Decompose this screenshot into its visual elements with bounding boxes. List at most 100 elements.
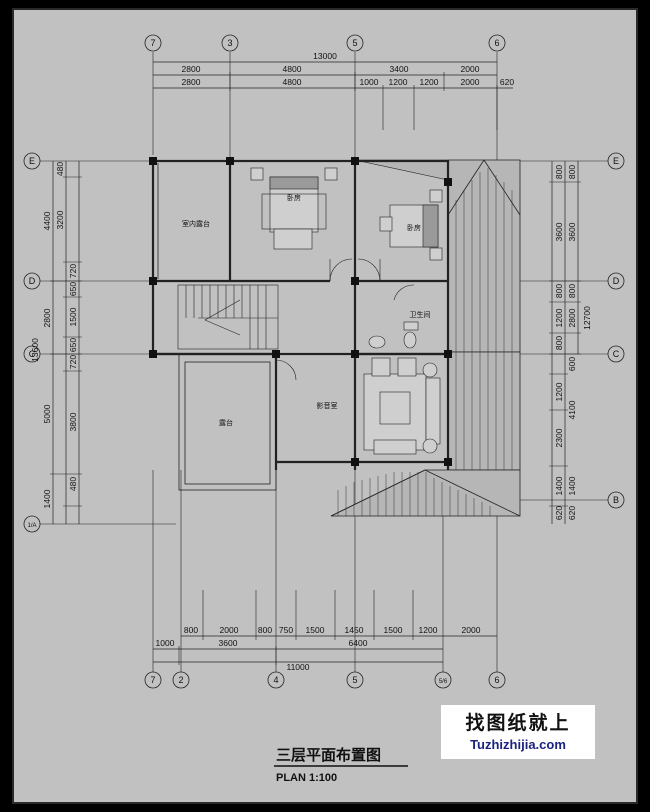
left-dim: 4400 bbox=[42, 211, 52, 230]
right-dim: 600 bbox=[567, 357, 577, 371]
top-dim: 2000 bbox=[461, 77, 480, 87]
right-dim: 800 bbox=[567, 284, 577, 298]
dimension-lines bbox=[52, 61, 579, 663]
top-dim: 2000 bbox=[461, 64, 480, 74]
bottom-dim: 2000 bbox=[220, 625, 239, 635]
right-axis-label: D bbox=[613, 276, 620, 286]
bottom-dim: 2000 bbox=[462, 625, 481, 635]
room-label-bedroom-2: 卧房 bbox=[407, 223, 421, 232]
top-dim: 620 bbox=[500, 77, 514, 87]
bottom-dim: 800 bbox=[258, 625, 272, 635]
top-dim-total: 13000 bbox=[313, 51, 337, 61]
left-dim: 1400 bbox=[42, 489, 52, 508]
right-dim: 1400 bbox=[567, 476, 577, 495]
terrace-outline bbox=[152, 161, 277, 491]
bottom-axis-label: 6 bbox=[494, 675, 499, 685]
left-dim: 480 bbox=[68, 477, 78, 491]
bottom-dimensions: 800 2000 800 750 1500 1450 1500 1200 200… bbox=[156, 625, 481, 672]
left-dim: 1500 bbox=[68, 307, 78, 326]
top-dim: 1200 bbox=[420, 77, 439, 87]
bottom-axis-label: 2 bbox=[178, 675, 183, 685]
drawing-sheet bbox=[12, 8, 638, 804]
right-dim: 1200 bbox=[554, 382, 564, 401]
top-dimensions: 13000 2800 4800 3400 2000 2800 4800 1000… bbox=[182, 51, 515, 87]
axis-bubbles bbox=[23, 34, 625, 689]
doors bbox=[275, 258, 415, 381]
bottom-dim: 800 bbox=[184, 625, 198, 635]
title-block: 三层平面布置图 PLAN 1:100 bbox=[274, 746, 408, 784]
right-dim: 4100 bbox=[567, 400, 577, 419]
room-label-indoor-terrace: 室内露台 bbox=[182, 219, 210, 228]
bottom-dim: 3600 bbox=[219, 638, 238, 648]
right-axis-label: B bbox=[613, 495, 619, 505]
top-axis-label: 3 bbox=[227, 38, 232, 48]
bottom-dim-total: 11000 bbox=[286, 662, 309, 672]
top-dim: 3400 bbox=[390, 64, 409, 74]
top-axis-label: 7 bbox=[150, 38, 155, 48]
bottom-dim: 1500 bbox=[306, 625, 325, 635]
furniture bbox=[250, 167, 443, 455]
room-label-terrace: 露台 bbox=[219, 418, 233, 427]
left-axis-label: E bbox=[29, 156, 35, 166]
left-dim: 650 bbox=[68, 338, 78, 352]
top-dim: 4800 bbox=[283, 77, 302, 87]
axis-lines bbox=[40, 52, 608, 672]
watermark-line-1: 找图纸就上 bbox=[465, 712, 571, 734]
left-axis-label: C bbox=[29, 349, 36, 359]
watermark: 找图纸就上 Tuzhizhijia.com bbox=[441, 705, 595, 759]
left-dimensions: 4400 2800 5000 1400 13600 480 3200 720 6… bbox=[30, 162, 78, 509]
top-axis-label: 5 bbox=[352, 38, 357, 48]
room-label-lounge: 影音室 bbox=[317, 401, 338, 410]
wall-columns bbox=[149, 157, 452, 466]
left-dim: 5000 bbox=[42, 404, 52, 423]
drawing-title: 三层平面布置图 bbox=[276, 746, 381, 764]
bottom-dim: 1450 bbox=[345, 625, 364, 635]
right-dim: 620 bbox=[554, 506, 564, 520]
top-dim: 2800 bbox=[182, 77, 201, 87]
scale-label: PLAN 1:100 bbox=[276, 772, 337, 784]
right-axis-label: C bbox=[613, 349, 620, 359]
bottom-dim: 750 bbox=[279, 625, 293, 635]
staircase bbox=[177, 284, 279, 350]
right-dim-overall: 12700 bbox=[582, 306, 592, 330]
right-dim: 3600 bbox=[567, 222, 577, 241]
axis-labels: 7 3 5 6 7 2 4 5 5/6 6 E D C 1/A E D C B bbox=[27, 38, 619, 685]
bottom-axis-label: 5 bbox=[352, 675, 357, 685]
right-dim: 1200 bbox=[554, 308, 564, 327]
right-dimensions: 800 3600 800 1200 800 1200 2300 1400 620… bbox=[554, 165, 592, 520]
top-dim: 4800 bbox=[283, 64, 302, 74]
left-dim-overall: 13600 bbox=[30, 338, 40, 362]
roof-hatching bbox=[337, 168, 513, 516]
roof-area bbox=[330, 159, 521, 517]
room-labels: 室内露台 卧房 卧房 卫生间 影音室 露台 bbox=[182, 193, 431, 427]
right-dim: 800 bbox=[567, 165, 577, 179]
left-dim: 3200 bbox=[55, 210, 65, 229]
bottom-dim: 1200 bbox=[419, 625, 438, 635]
bottom-dim: 1000 bbox=[156, 638, 175, 648]
left-dim: 720 bbox=[68, 355, 78, 369]
right-axis-label: E bbox=[613, 156, 619, 166]
left-axis-label: 1/A bbox=[27, 523, 36, 529]
right-dim: 1400 bbox=[554, 476, 564, 495]
right-dim: 2300 bbox=[554, 428, 564, 447]
right-dim: 800 bbox=[554, 336, 564, 350]
bottom-dim: 1500 bbox=[384, 625, 403, 635]
left-axis-label: D bbox=[29, 276, 36, 286]
left-dim: 2800 bbox=[42, 308, 52, 327]
room-label-bedroom-1: 卧房 bbox=[287, 193, 301, 202]
right-dim: 3600 bbox=[554, 222, 564, 241]
top-dim: 1000 bbox=[360, 77, 379, 87]
right-dim: 2800 bbox=[567, 308, 577, 327]
top-dim: 2800 bbox=[182, 64, 201, 74]
watermark-line-2: Tuzhizhijia.com bbox=[470, 737, 566, 752]
bottom-axis-label: 7 bbox=[150, 675, 155, 685]
top-axis-label: 6 bbox=[494, 38, 499, 48]
bottom-axis-label: 5/6 bbox=[439, 679, 448, 685]
bottom-dim: 6400 bbox=[349, 638, 368, 648]
left-dim: 3800 bbox=[68, 412, 78, 431]
left-dim: 720 bbox=[68, 264, 78, 278]
top-dim: 1200 bbox=[389, 77, 408, 87]
right-dim: 800 bbox=[554, 165, 564, 179]
left-dim: 480 bbox=[55, 162, 65, 176]
